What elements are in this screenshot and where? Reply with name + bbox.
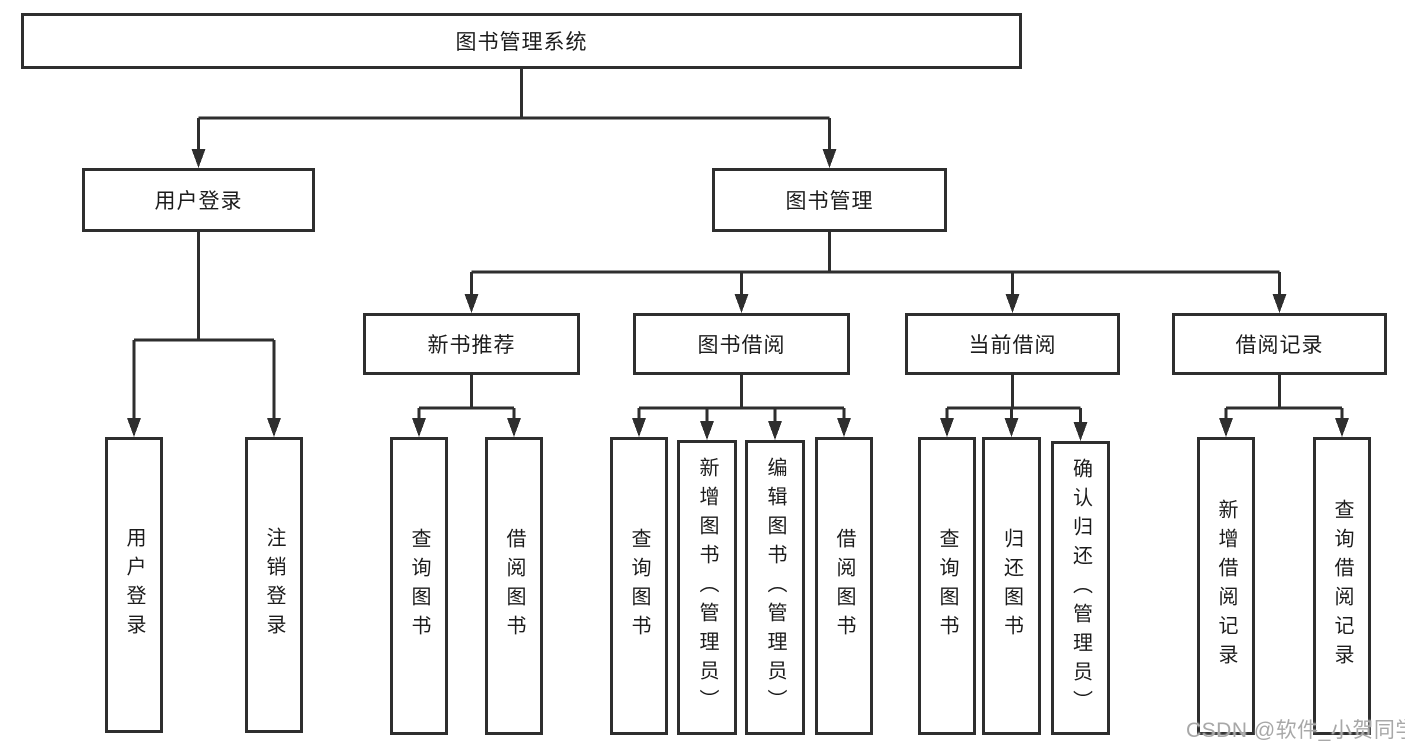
- node-current-borrow-label: 当前借阅: [968, 334, 1057, 357]
- node-borrow-record-label: 借阅记录: [1235, 334, 1324, 357]
- leaf-add-books-admin: 新增图书（管理员）: [677, 440, 737, 735]
- node-book-borrow-label: 图书借阅: [697, 334, 786, 357]
- leaf-query-books-borrow: 查询图书: [610, 437, 668, 735]
- node-borrow-record: 借阅记录: [1172, 313, 1387, 375]
- leaf-user-login: 用户登录: [105, 437, 163, 733]
- leaf-return-books-label: 归还图书: [1000, 528, 1023, 644]
- leaf-query-books-current-label: 查询图书: [936, 528, 958, 644]
- leaf-borrow-books-label: 借阅图书: [833, 528, 855, 644]
- leaf-edit-books-admin-label: 编辑图书（管理员）: [764, 457, 786, 718]
- node-book-borrow: 图书借阅: [633, 313, 850, 375]
- node-book-management-label: 图书管理: [785, 190, 874, 213]
- leaf-return-books: 归还图书: [982, 437, 1041, 735]
- leaf-query-books-recommend-label: 查询图书: [408, 528, 430, 644]
- leaf-query-borrow-record: 查询借阅记录: [1313, 437, 1371, 735]
- leaf-borrow-books: 借阅图书: [815, 437, 873, 735]
- csdn-watermark: CSDN @软件_小贺同学: [1186, 719, 1405, 742]
- leaf-logout: 注销登录: [245, 437, 303, 733]
- node-new-book-recommend: 新书推荐: [363, 313, 580, 375]
- node-root: 图书管理系统: [21, 13, 1022, 69]
- leaf-borrow-books-recommend: 借阅图书: [485, 437, 543, 735]
- node-book-management: 图书管理: [712, 168, 947, 232]
- leaf-logout-label: 注销登录: [263, 527, 285, 643]
- leaf-confirm-return-admin: 确认归还（管理员）: [1051, 441, 1110, 735]
- node-current-borrow: 当前借阅: [905, 313, 1120, 375]
- leaf-add-borrow-record: 新增借阅记录: [1197, 437, 1255, 735]
- leaf-query-books-borrow-label: 查询图书: [628, 528, 650, 644]
- leaf-user-login-label: 用户登录: [123, 527, 145, 643]
- leaf-query-borrow-record-label: 查询借阅记录: [1331, 499, 1353, 673]
- leaf-add-books-admin-label: 新增图书（管理员）: [696, 457, 718, 718]
- leaf-query-books-recommend: 查询图书: [390, 437, 448, 735]
- leaf-query-books-current: 查询图书: [918, 437, 976, 735]
- leaf-add-borrow-record-label: 新增借阅记录: [1215, 499, 1237, 673]
- node-user-login-label: 用户登录: [154, 190, 243, 213]
- leaf-edit-books-admin: 编辑图书（管理员）: [745, 440, 805, 735]
- node-root-label: 图书管理系统: [455, 31, 588, 54]
- leaf-confirm-return-admin-label: 确认归还（管理员）: [1069, 457, 1092, 719]
- node-user-login: 用户登录: [82, 168, 315, 232]
- leaf-borrow-books-recommend-label: 借阅图书: [503, 528, 525, 644]
- node-new-book-recommend-label: 新书推荐: [427, 334, 516, 357]
